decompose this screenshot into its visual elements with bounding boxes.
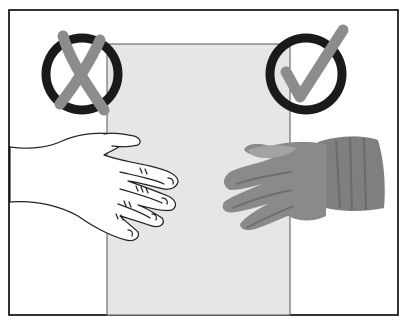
finger-line-3 xyxy=(117,203,151,219)
knuckle-crease-4 xyxy=(115,213,124,221)
bare-hand-icon xyxy=(9,132,179,242)
checkmark-in-circle-icon xyxy=(265,24,349,115)
glove-body xyxy=(222,141,326,231)
cross-in-circle-icon xyxy=(41,30,123,116)
right-mark-ring xyxy=(265,33,347,115)
finger-line-2 xyxy=(119,188,163,204)
finger-line-1 xyxy=(119,171,165,185)
fingernail-3 xyxy=(151,213,157,221)
glove-seam-3 xyxy=(245,205,295,229)
fingernail-1 xyxy=(167,177,174,185)
fingernail-2 xyxy=(161,197,168,205)
glove-cuff-ribs xyxy=(335,137,367,211)
wrong-mark-ring xyxy=(41,33,123,115)
glove-thumb xyxy=(248,145,296,158)
cross-stroke-2 xyxy=(54,34,106,110)
glove-seam-1 xyxy=(235,171,293,185)
fingernail-4 xyxy=(127,229,133,237)
knuckle-crease-1 xyxy=(139,167,148,175)
knuckle-crease-2 xyxy=(135,185,149,194)
gloved-hand-icon xyxy=(222,136,385,231)
checkmark-stroke xyxy=(280,24,349,103)
knuckle-crease-3 xyxy=(123,200,132,208)
bare-hand-thumb xyxy=(103,132,141,148)
glove-seam-2 xyxy=(231,189,293,209)
